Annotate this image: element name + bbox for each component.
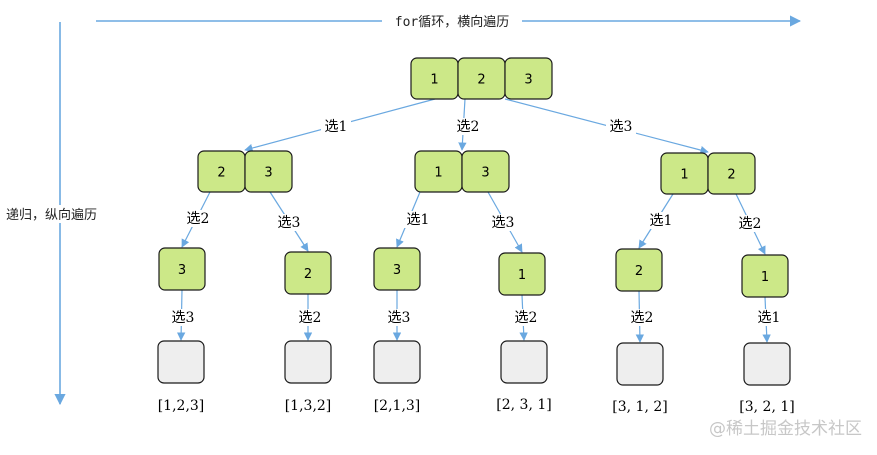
result-label: [3, 2, 1]: [739, 399, 794, 415]
horizontal-label-bg: [382, 12, 522, 30]
edge-label-bg: [646, 212, 676, 229]
edge-label: 选3: [610, 119, 633, 135]
edge-label-bg: [403, 211, 433, 228]
level2-node: 2: [284, 251, 332, 295]
edge-label-bg: [488, 214, 518, 231]
leaf-node: [500, 340, 548, 384]
level1-node-value: 2: [727, 168, 735, 183]
result-label: [3, 1, 2]: [612, 399, 667, 415]
level1-node-value: 3: [264, 166, 272, 181]
edge-label-bg: [384, 309, 414, 326]
vertical-axis-label: 递归，纵向遍历: [6, 207, 97, 223]
level1-node-value: 1: [434, 166, 442, 181]
result-label: [2, 3, 1]: [496, 397, 551, 413]
leaf-node: [743, 342, 791, 386]
level2-node: 3: [373, 247, 421, 291]
root-node: 1 2 3: [410, 57, 553, 100]
edge-label: 选2: [457, 119, 480, 135]
level2-node-value: 3: [393, 263, 401, 278]
edge-label: 选3: [278, 215, 301, 231]
level2-node-cell: [498, 252, 546, 296]
level2-node: 3: [158, 247, 206, 291]
watermark-text: @稀土掘金技术社区: [709, 419, 862, 439]
edge-label-bg: [606, 118, 636, 135]
edge-label: 选1: [650, 213, 673, 229]
edge-label: 选1: [407, 212, 430, 228]
edge-label-bg: [321, 118, 351, 135]
edge-label: 选2: [631, 310, 654, 326]
level1-node-cell: [244, 150, 293, 193]
level1-node-value: 1: [680, 168, 688, 183]
root-node-value: 2: [477, 73, 485, 88]
root-node-cell: [504, 57, 553, 100]
level2-node: 1: [741, 254, 789, 298]
level2-node: 2: [615, 248, 663, 292]
edge-label-bg: [183, 210, 213, 227]
level2-node-cell: [284, 251, 332, 295]
edge-label: 选1: [758, 310, 781, 326]
edge-label: 选2: [187, 211, 210, 227]
edge-label-bg: [453, 118, 483, 135]
edge-label: 选2: [299, 310, 322, 326]
level2-node-value: 2: [635, 264, 643, 279]
edge-label-bg: [511, 309, 541, 326]
level1-node-value: 3: [481, 166, 489, 181]
edge-label-bg: [168, 309, 198, 326]
result-label: [1,3,2]: [285, 398, 332, 414]
leaf-node: [373, 340, 421, 384]
root-node-value: 1: [430, 73, 438, 88]
edge-label-bg: [627, 309, 657, 326]
leaf-node: [157, 340, 205, 384]
edge-label: 选2: [739, 216, 762, 232]
edge-label: 选3: [388, 310, 411, 326]
horizontal-axis-label: for循环，横向遍历: [395, 14, 509, 30]
edge-label-bg: [754, 309, 784, 326]
level1-node-cell: [707, 152, 756, 195]
level2-node-value: 3: [178, 263, 186, 278]
level2-node-cell: [158, 247, 206, 291]
edge-label-bg: [274, 214, 304, 231]
vertical-label-bg: [4, 205, 116, 223]
result-label: [1,2,3]: [158, 398, 205, 414]
leaf-node: [284, 340, 332, 384]
level2-node-cell: [615, 248, 663, 292]
level2-node-cell: [741, 254, 789, 298]
level2-node-value: 2: [304, 267, 312, 282]
edge-label: 选2: [515, 310, 538, 326]
level2-node: 1: [498, 252, 546, 296]
edge-label: 选3: [172, 310, 195, 326]
tree-edges: 选1 选2 选3 选2 选3 选1 选3 选1 选2 选3 选2 选3 选2 选2 选1: [168, 98, 784, 343]
edge-label: 选1: [325, 119, 348, 135]
level2-node-value: 1: [761, 270, 769, 285]
leaf-node: [616, 342, 664, 386]
edge-label-bg: [735, 215, 765, 232]
level1-node-value: 2: [217, 166, 225, 181]
level2-node-value: 1: [518, 268, 526, 283]
level2-node-cell: [373, 247, 421, 291]
result-label: [2,1,3]: [374, 398, 421, 414]
edge-label-bg: [295, 309, 325, 326]
edge-label: 选3: [492, 215, 515, 231]
level1-node-cell: [461, 150, 510, 193]
root-node-value: 3: [524, 73, 532, 88]
